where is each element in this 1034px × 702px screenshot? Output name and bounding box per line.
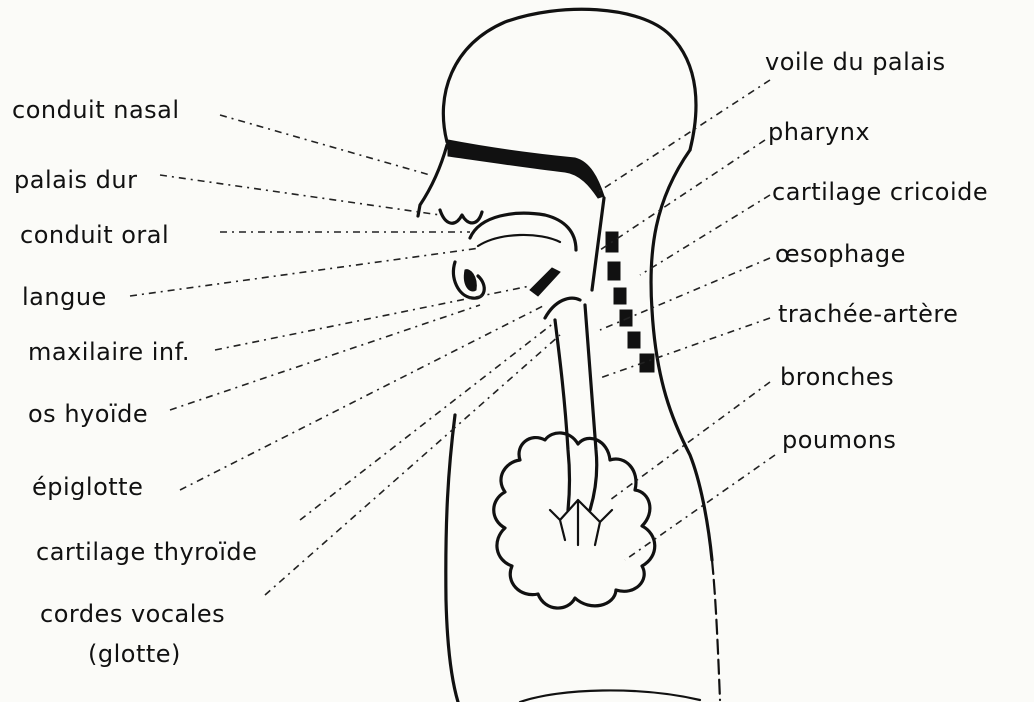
tongue-inner	[478, 235, 560, 246]
leader-trachee-artere	[600, 318, 770, 378]
leader-cordes-vocales	[265, 335, 560, 595]
neck-back-outline	[651, 150, 712, 560]
leader-bronches	[610, 382, 770, 500]
leader-langue	[130, 248, 480, 296]
upper-teeth	[440, 210, 482, 223]
back-outline	[712, 560, 720, 700]
label-poumons: poumons	[782, 426, 896, 454]
right-labels: voile du palais pharynx cartilage cricoi…	[765, 48, 988, 454]
chest-outline	[446, 415, 458, 702]
pharynx-wall	[592, 198, 604, 290]
leader-epiglotte	[180, 305, 545, 490]
epiglottis	[530, 268, 560, 296]
lungs-outline	[494, 433, 655, 608]
tongue-outline	[470, 213, 576, 250]
tracheal-rings	[606, 232, 654, 372]
label-conduit-nasal: conduit nasal	[12, 96, 180, 124]
label-voile-du-palais: voile du palais	[765, 48, 946, 76]
leader-voile-du-palais	[598, 80, 770, 192]
label-langue: langue	[22, 283, 107, 311]
leader-poumons	[625, 455, 775, 560]
leader-conduit-nasal	[220, 115, 430, 175]
leader-pharynx	[600, 140, 765, 250]
leader-cartilage-thyroide	[300, 322, 555, 520]
label-os-hyoide: os hyoïde	[28, 400, 148, 428]
left-labels: conduit nasal palais dur conduit oral la…	[12, 96, 257, 668]
label-palais-dur: palais dur	[14, 166, 137, 194]
trachea-front	[555, 320, 570, 510]
larynx	[545, 298, 580, 318]
anatomy-drawing	[418, 9, 720, 702]
label-conduit-oral: conduit oral	[20, 221, 169, 249]
leader-cartilage-cricoide	[640, 195, 770, 275]
lower-curve	[520, 690, 700, 702]
label-cartilage-thyroide: cartilage thyroïde	[36, 538, 257, 566]
label-epiglotte: épiglotte	[32, 473, 143, 501]
leader-lines	[130, 80, 775, 595]
label-pharynx: pharynx	[768, 118, 870, 146]
head-outline	[443, 9, 696, 150]
chin-solid	[464, 270, 476, 291]
hard-palate	[448, 140, 604, 198]
leader-os-hyoide	[170, 305, 480, 410]
label-glotte: (glotte)	[88, 640, 181, 668]
label-cartilage-cricoide: cartilage cricoide	[772, 178, 988, 206]
label-trachee-artere: trachée-artère	[778, 300, 958, 328]
label-bronches: bronches	[780, 363, 894, 391]
label-cordes-vocales: cordes vocales	[40, 600, 225, 628]
leader-palais-dur	[160, 175, 440, 215]
bronchi	[550, 500, 612, 545]
trachea-back	[585, 305, 597, 510]
label-maxilaire-inf: maxilaire inf.	[28, 338, 190, 366]
nose-outline	[418, 145, 447, 216]
label-oesophage: œsophage	[775, 240, 906, 268]
